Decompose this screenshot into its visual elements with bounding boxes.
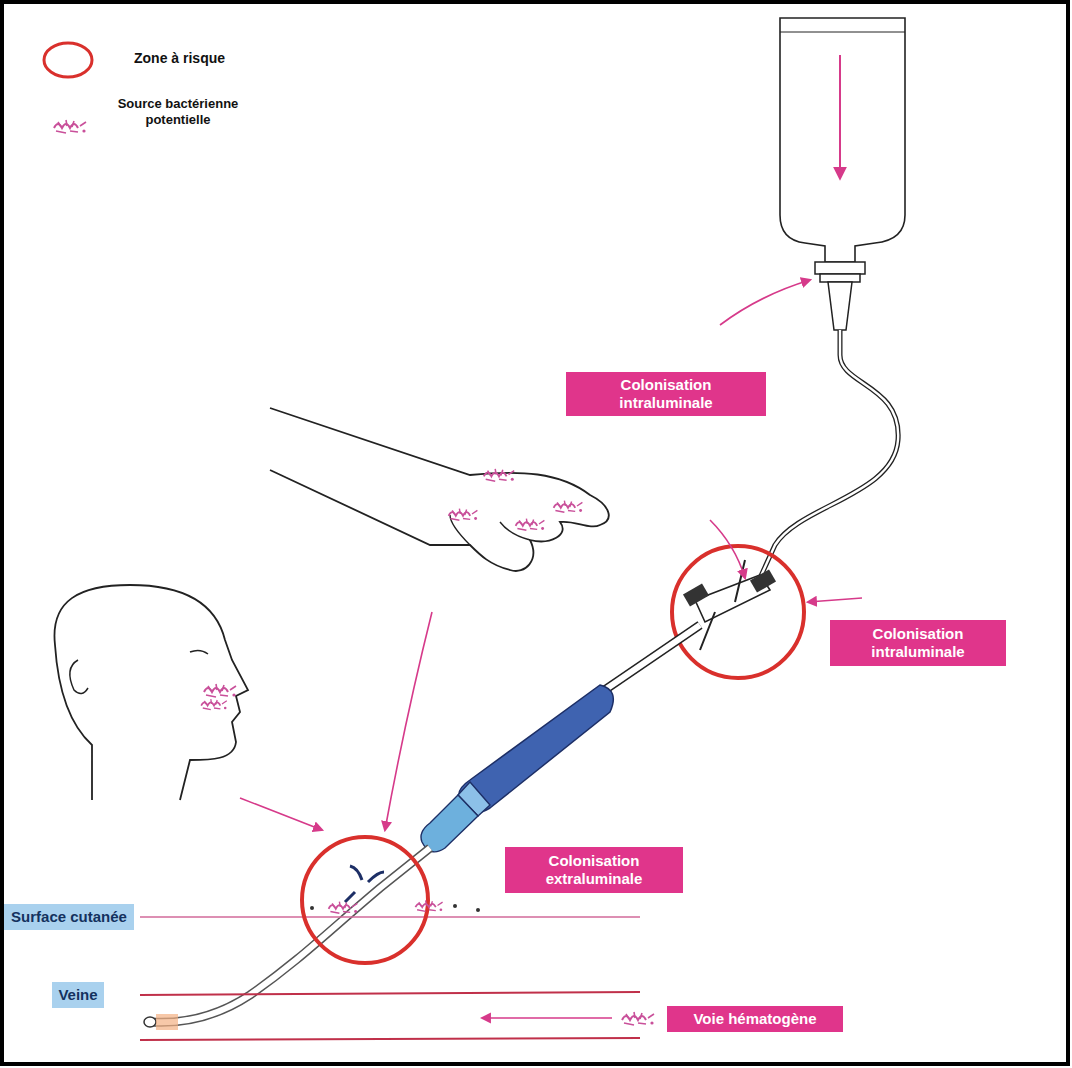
drip-chamber <box>828 282 852 330</box>
skin-line <box>140 916 640 917</box>
route-label: Colonisation intraluminale <box>566 372 766 416</box>
label-text: Colonisation intraluminale <box>836 625 1000 661</box>
route-label: Voie hématogène <box>667 1006 843 1032</box>
hand <box>270 408 609 571</box>
risk-zone <box>302 837 428 963</box>
risk-zone <box>672 546 804 678</box>
vein-wall <box>140 1038 640 1040</box>
tissue-label: Veine <box>52 982 104 1008</box>
label-text: Voie hématogène <box>693 1010 816 1028</box>
label-text: Colonisation intraluminale <box>572 376 760 412</box>
legend-text: Zone à risque <box>110 50 264 68</box>
stopcock <box>683 560 776 650</box>
patient-head <box>54 585 248 800</box>
vein-wall <box>140 992 640 995</box>
label-text: Veine <box>58 986 97 1004</box>
legend-text: Source bactérienne potentielle <box>108 96 248 129</box>
bacteria-sample <box>54 120 86 133</box>
label-text: Colonisation extraluminale <box>511 852 677 888</box>
catheter-hub <box>459 685 614 813</box>
label-text: Surface cutanée <box>11 908 127 926</box>
contamination-arrows <box>240 280 862 1018</box>
iv-bag <box>780 18 905 262</box>
route-label: Colonisation intraluminale <box>830 620 1006 666</box>
tissue-label: Surface cutanée <box>4 904 134 930</box>
route-label: Colonisation extraluminale <box>505 847 683 893</box>
risk-zone-sample <box>44 43 92 77</box>
